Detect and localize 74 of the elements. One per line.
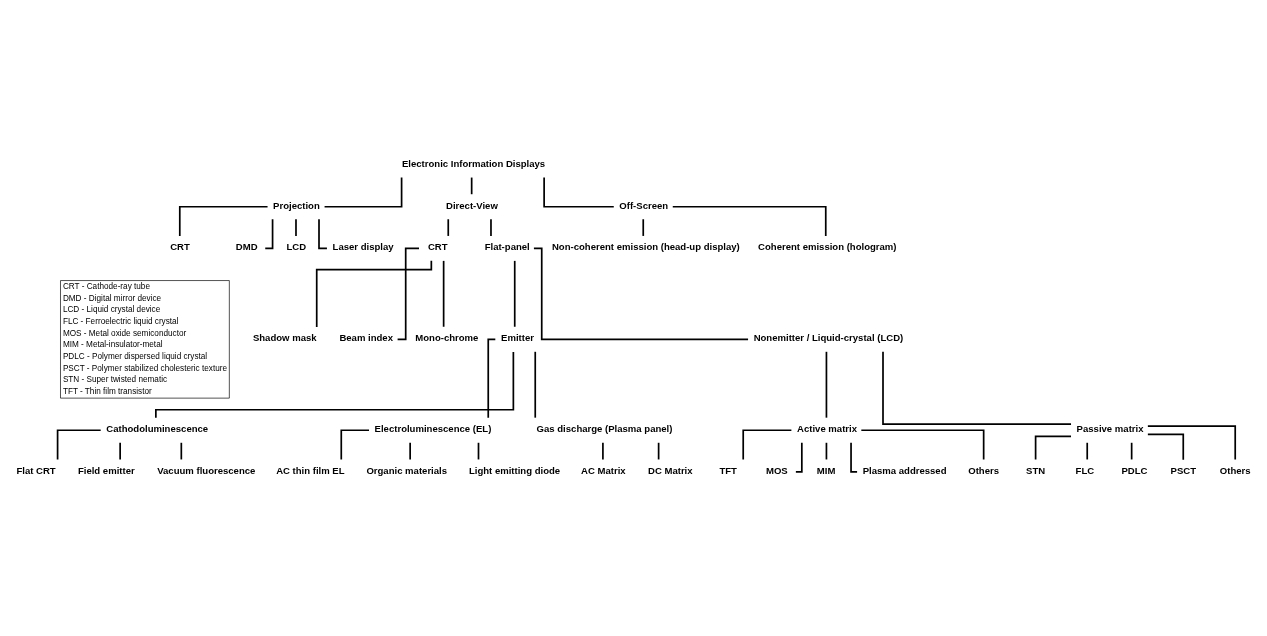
node-text: Coherent emission (hologram) [758,240,897,252]
connector [295,217,297,237]
node-text: Cathodoluminescence [106,422,209,434]
node-text: Others [1219,464,1251,476]
connector [671,205,827,237]
node-text: Vacuum fluorescence [157,464,256,476]
node-text: Direct-View [446,199,498,211]
connector [1147,424,1237,460]
node-text: Electronic Information Displays [401,157,546,169]
node-text: Electroluminescence (EL) [374,422,492,434]
node-text: AC Matrix [581,464,626,476]
node-text: Laser display [332,240,394,252]
connector [742,428,793,460]
node-text: Flat-panel [484,240,530,252]
connector [882,350,1072,425]
connector [409,441,411,460]
connector [490,217,492,237]
connector [180,441,183,460]
connector [323,176,403,208]
connector [825,350,828,419]
connector [264,217,274,249]
connector [795,441,803,473]
connector [534,350,537,419]
node-text: MOS [765,464,788,476]
connector [1034,435,1072,460]
node-text: Shadow mask [252,331,317,343]
node-text: DC Matrix [648,464,693,476]
connector [1086,441,1089,460]
node-text: AC thin film EL [276,464,345,476]
connector [442,259,445,328]
node-text: TFT [719,464,737,476]
connector [178,205,269,237]
node-text: Projection [273,199,320,211]
node-text: CRT [170,240,190,252]
node-text: CRT [427,240,448,252]
connector [1130,441,1133,460]
connector [533,247,749,340]
connector [315,259,433,328]
node-text: Gas discharge (Plasma panel) [536,422,673,434]
node-text: Field emitter [77,464,135,476]
connector [1147,433,1185,460]
node-text: DMD [235,240,258,252]
connector [487,338,497,419]
node-text: Light emitting diode [468,464,561,476]
node-text: MIM [816,464,836,476]
connector [850,441,858,473]
connector [119,441,121,460]
connector [56,428,102,460]
node-text: Active matrix [797,422,858,434]
connector [642,217,645,237]
node-text: Plasma addressed [862,464,947,476]
node-text: LCD [286,240,307,252]
connector [340,428,370,460]
connector [543,176,615,208]
node-text: PSCT [1170,464,1197,476]
connector [470,176,473,195]
node-text: Organic materials [366,464,448,476]
connector [602,441,604,460]
node-text: PDLC [1121,464,1148,476]
node-text: Emitter [501,331,534,343]
node-text: FLC [1075,464,1095,476]
node-text: STN [1026,464,1046,476]
node-text: Mono-chrome [415,331,479,343]
node-text: Flat CRT [16,464,56,476]
node-text: Off-Screen [619,199,669,211]
connector [860,428,985,460]
node-text: Non-coherent emission (head-up display) [551,240,740,252]
node-text: Nonemitter / Liquid-crystal (LCD) [753,331,904,343]
connector [513,259,516,328]
connector [318,217,328,249]
node-text: Beam index [339,331,393,343]
node-text: Others [968,464,1000,476]
connector [447,217,450,237]
node-text: Passive matrix [1076,422,1144,434]
